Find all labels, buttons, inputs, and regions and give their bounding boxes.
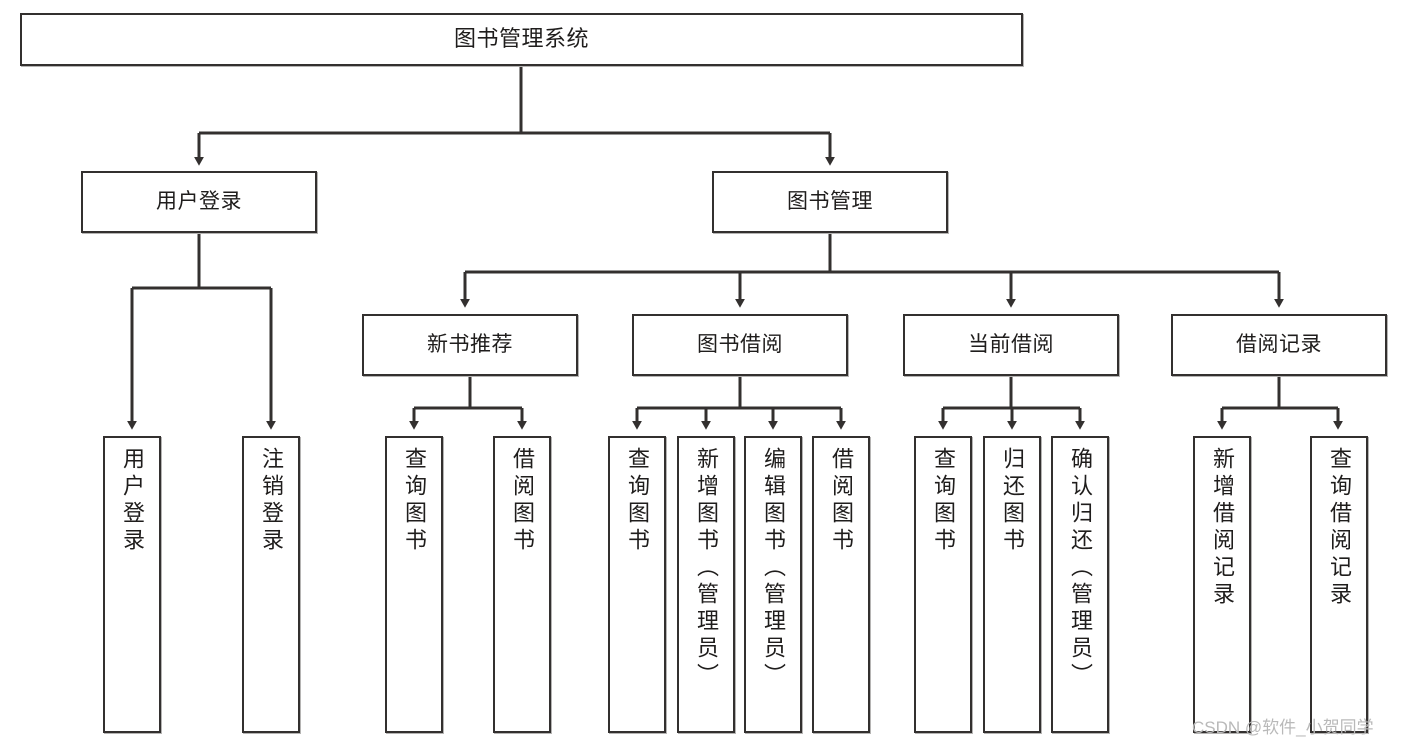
node-leaf-confirm-return[interactable]: 确认归还（管理员） (1051, 436, 1109, 733)
node-leaf-add-book[interactable]: 新增图书（管理员） (677, 436, 735, 733)
node-label: 编辑图书（管理员） (761, 447, 786, 690)
node-leaf-query-book-1[interactable]: 查询图书 (385, 436, 443, 733)
node-label: 当前借阅 (968, 333, 1054, 357)
node-label: 查询图书 (931, 447, 956, 555)
node-leaf-edit-book[interactable]: 编辑图书（管理员） (744, 436, 802, 733)
node-leaf-borrow-book-2[interactable]: 借阅图书 (812, 436, 870, 733)
node-leaf-logout[interactable]: 注销登录 (242, 436, 300, 733)
node-leaf-return-book[interactable]: 归还图书 (983, 436, 1041, 733)
node-label: 查询图书 (625, 447, 650, 555)
node-leaf-borrow-book-1[interactable]: 借阅图书 (493, 436, 551, 733)
node-leaf-user-login[interactable]: 用户登录 (103, 436, 161, 733)
node-label: 用户登录 (120, 447, 145, 555)
node-book-manage[interactable]: 图书管理 (712, 171, 948, 233)
node-label: 图书管理系统 (453, 26, 589, 52)
node-borrow-record[interactable]: 借阅记录 (1171, 314, 1387, 376)
node-label: 图书管理 (787, 190, 873, 214)
node-leaf-query-record[interactable]: 查询借阅记录 (1310, 436, 1368, 733)
node-label: 图书借阅 (697, 333, 783, 357)
node-leaf-query-book-2[interactable]: 查询图书 (608, 436, 666, 733)
node-leaf-query-book-3[interactable]: 查询图书 (914, 436, 972, 733)
node-current-borrow[interactable]: 当前借阅 (903, 314, 1119, 376)
node-label: 新增借阅记录 (1210, 447, 1235, 609)
node-new-book-recommend[interactable]: 新书推荐 (362, 314, 578, 376)
csdn-watermark: CSDN @软件_小贺同学 (1192, 718, 1374, 737)
node-label: 注销登录 (259, 447, 284, 555)
node-user-login[interactable]: 用户登录 (81, 171, 317, 233)
node-label: 新书推荐 (427, 333, 513, 357)
node-label: 查询借阅记录 (1327, 447, 1352, 609)
node-label: 确认归还（管理员） (1068, 447, 1093, 690)
node-label: 借阅图书 (510, 447, 535, 555)
node-label: 用户登录 (156, 190, 242, 214)
node-label: 归还图书 (1000, 447, 1025, 555)
node-label: 新增图书（管理员） (694, 447, 719, 690)
node-root-system[interactable]: 图书管理系统 (20, 13, 1023, 66)
node-leaf-add-record[interactable]: 新增借阅记录 (1193, 436, 1251, 733)
node-label: 借阅记录 (1236, 333, 1322, 357)
node-label: 借阅图书 (829, 447, 854, 555)
node-book-borrow[interactable]: 图书借阅 (632, 314, 848, 376)
node-label: 查询图书 (402, 447, 427, 555)
